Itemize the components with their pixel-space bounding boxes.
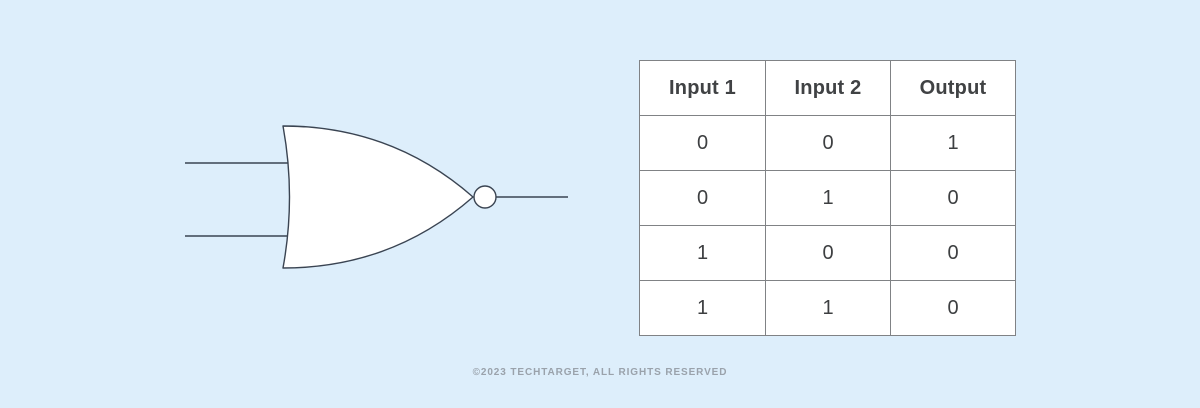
cell-output: 1: [890, 115, 1016, 171]
cell-input-1: 1: [639, 280, 766, 336]
cell-input-1: 0: [639, 115, 766, 171]
table-row: 1 0 0: [639, 225, 1016, 281]
column-header-input-2: Input 2: [765, 60, 891, 116]
cell-output: 0: [890, 225, 1016, 281]
cell-input-1: 1: [639, 225, 766, 281]
truth-table-container: Input 1 Input 2 Output 0 0 1 0 1 0 1: [639, 60, 1016, 336]
cell-input-2: 1: [765, 170, 891, 226]
table-row: 1 1 0: [639, 280, 1016, 336]
table-row: 0 0 1: [639, 115, 1016, 171]
column-header-input-1: Input 1: [639, 60, 766, 116]
table-header-row: Input 1 Input 2 Output: [639, 60, 1016, 116]
cell-input-2: 0: [765, 115, 891, 171]
cell-output: 0: [890, 170, 1016, 226]
nor-gate-svg: [185, 125, 568, 269]
truth-table: Input 1 Input 2 Output 0 0 1 0 1 0 1: [639, 60, 1016, 336]
copyright-notice: ©2023 TECHTARGET, ALL RIGHTS RESERVED: [472, 367, 728, 378]
or-gate-body: [282, 125, 474, 269]
column-header-output: Output: [890, 60, 1016, 116]
inversion-bubble: [473, 185, 497, 209]
table-row: 0 1 0: [639, 170, 1016, 226]
cell-input-2: 0: [765, 225, 891, 281]
cell-input-1: 0: [639, 170, 766, 226]
cell-input-2: 1: [765, 280, 891, 336]
nor-gate-diagram: [185, 125, 568, 269]
cell-output: 0: [890, 280, 1016, 336]
